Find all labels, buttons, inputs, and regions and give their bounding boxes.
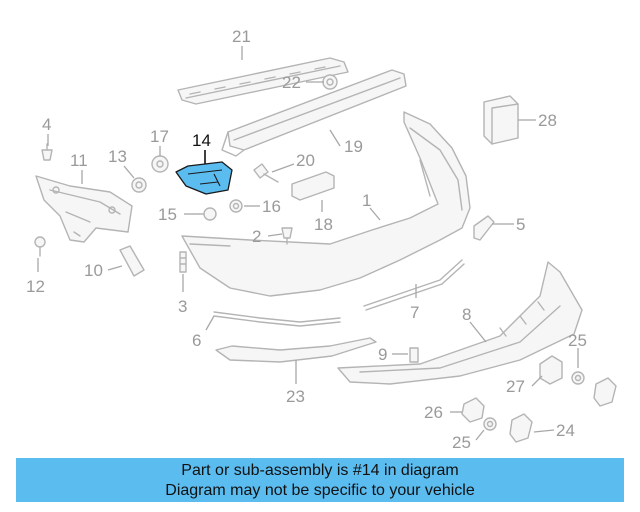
callout-25-lower: 25 [452,433,471,452]
banner-line-part: Part or sub-assembly is #14 in diagram [181,462,459,479]
part-20-bolt [253,163,279,183]
callout-5: 5 [516,215,525,234]
callout-6: 6 [192,331,201,350]
part-16-grommet [229,199,243,213]
part-11-side-bracket [35,175,133,243]
callout-18: 18 [314,215,333,234]
callout-3: 3 [178,297,187,316]
part-25-grommet-upper [571,371,585,385]
callout-13: 13 [108,147,127,166]
callout-27: 27 [506,377,525,396]
part-10-trim [119,245,145,277]
part-24-sensor [509,377,617,443]
callout-19: 19 [344,137,363,156]
part-15-screw [199,207,217,221]
callout-14: 14 [192,131,211,150]
callout-15: 15 [158,205,177,224]
callout-4: 4 [42,115,51,134]
part-23-molding [215,337,377,363]
callout-12: 12 [26,277,45,296]
part-25-grommet-lower [483,417,497,431]
callout-22: 22 [282,73,301,92]
callout-26: 26 [424,403,443,422]
callout-8: 8 [462,305,471,324]
callout-20: 20 [296,151,315,170]
part-14-bracket [175,161,233,195]
part-19-reinforcement-beam [221,69,407,157]
callout-9: 9 [378,345,387,364]
part-17-grommet [151,155,169,173]
part-6-molding [213,311,341,327]
part-4-clip [41,143,53,161]
part-26-holder [461,397,485,423]
callout-17: 17 [150,127,169,146]
part-2-screw [281,227,293,245]
part-13-grommet [131,177,147,193]
part-22-nut [322,74,338,90]
banner-line-disclaimer: Diagram may not be specific to your vehi… [165,482,475,499]
part-1-bumper-cover [181,111,471,297]
leader-lines [37,46,579,441]
part-5-reflector [473,215,495,241]
part-3-bolt [179,251,187,273]
callout-16: 16 [262,197,281,216]
callout-1: 1 [362,191,371,210]
part-21-absorber [177,57,349,105]
part-9-bolt [409,347,419,363]
callout-21: 21 [232,27,251,46]
callout-11: 11 [70,151,88,170]
callout-10: 10 [84,261,103,280]
part-28-module [483,95,519,145]
part-12-screw [34,236,46,257]
callout-24: 24 [556,421,575,440]
callout-28: 28 [538,111,557,130]
part-18-trim [291,171,335,201]
callout-25-upper: 25 [568,331,587,350]
part-27-bracket [539,355,563,385]
part-7-strip [363,259,465,311]
callout-7: 7 [410,303,419,322]
info-banner: Part or sub-assembly is #14 in diagram D… [16,458,624,502]
callout-2: 2 [252,227,261,246]
part-8-lower-valance [337,261,583,385]
callout-23: 23 [286,387,305,406]
